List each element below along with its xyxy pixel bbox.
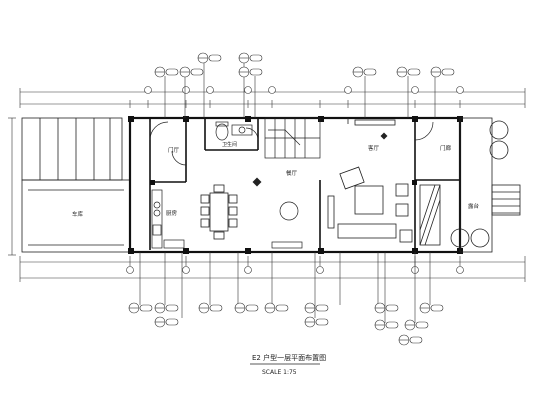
index-symbol-icon xyxy=(419,302,444,314)
index-symbol-icon xyxy=(352,66,377,78)
index-symbol-icon xyxy=(374,302,399,314)
index-symbol-icon xyxy=(154,302,179,314)
index-symbol-icon xyxy=(179,66,204,78)
axis-marker xyxy=(268,86,276,94)
doors xyxy=(149,121,434,166)
living-furniture xyxy=(327,118,413,243)
wall-columns xyxy=(128,116,463,254)
index-tag-leaders-top xyxy=(164,62,436,118)
index-symbol-icon xyxy=(304,302,329,314)
index-symbol-icon xyxy=(238,52,263,64)
index-symbol-icon xyxy=(154,316,179,328)
axis-marker xyxy=(456,86,464,94)
index-symbol-icon xyxy=(234,302,259,314)
axis-marker xyxy=(244,266,252,274)
room-label-living: 客厅 xyxy=(368,144,380,152)
terrace xyxy=(419,117,521,253)
room-label-garage: 车库 xyxy=(72,210,84,218)
index-symbol-icon xyxy=(264,302,289,314)
room-label-foyer-left: 门厅 xyxy=(168,146,180,154)
left-dimension-lines xyxy=(8,117,16,256)
axis-markers-top xyxy=(144,86,464,94)
index-symbol-icon xyxy=(238,66,263,78)
index-symbol-icon xyxy=(396,66,421,78)
bottom-dimension-lines xyxy=(19,256,526,282)
axis-marker xyxy=(144,86,152,94)
axis-marker xyxy=(344,86,352,94)
axis-marker xyxy=(456,266,464,274)
index-symbol-icon xyxy=(197,52,222,64)
axis-markers-bottom xyxy=(126,266,464,274)
room-label-foyer-right: 门廊 xyxy=(440,144,452,152)
index-symbol-icon xyxy=(404,319,429,331)
index-symbol-icon xyxy=(154,66,179,78)
index-symbol-icon xyxy=(398,334,423,346)
axis-marker xyxy=(411,86,419,94)
room-label-powder: 卫生间 xyxy=(222,141,237,148)
room-labels: 车库 门厅 卫生间 厨房 餐厅 客厅 门廊 露台 xyxy=(72,141,480,218)
kitchen-counters xyxy=(151,189,185,249)
drawing-title: E2 户型一层平面布置图 xyxy=(252,353,326,362)
index-tags-top xyxy=(154,52,455,78)
index-symbol-icon xyxy=(304,316,329,328)
index-symbol-icon xyxy=(374,319,399,331)
index-symbol-icon xyxy=(128,302,153,314)
axis-marker xyxy=(182,266,190,274)
room-label-kitchen: 厨房 xyxy=(166,209,178,217)
interior-stair xyxy=(264,117,321,159)
dining-table xyxy=(200,184,238,240)
drawing-scale: SCALE 1:75 xyxy=(262,369,297,376)
axis-marker xyxy=(126,266,134,274)
room-label-terrace: 露台 xyxy=(468,202,480,210)
index-tags-bottom xyxy=(128,302,444,346)
entry-feature xyxy=(252,132,388,249)
axis-marker xyxy=(316,266,324,274)
index-symbol-icon xyxy=(430,66,455,78)
index-symbol-icon xyxy=(198,302,223,314)
axis-marker xyxy=(182,86,190,94)
exterior-stair xyxy=(21,117,131,253)
room-label-dining: 餐厅 xyxy=(286,169,298,177)
powder-room-fixtures xyxy=(215,121,253,141)
index-tag-leaders-bottom xyxy=(139,252,431,323)
axis-marker xyxy=(206,86,214,94)
axis-marker xyxy=(244,86,252,94)
